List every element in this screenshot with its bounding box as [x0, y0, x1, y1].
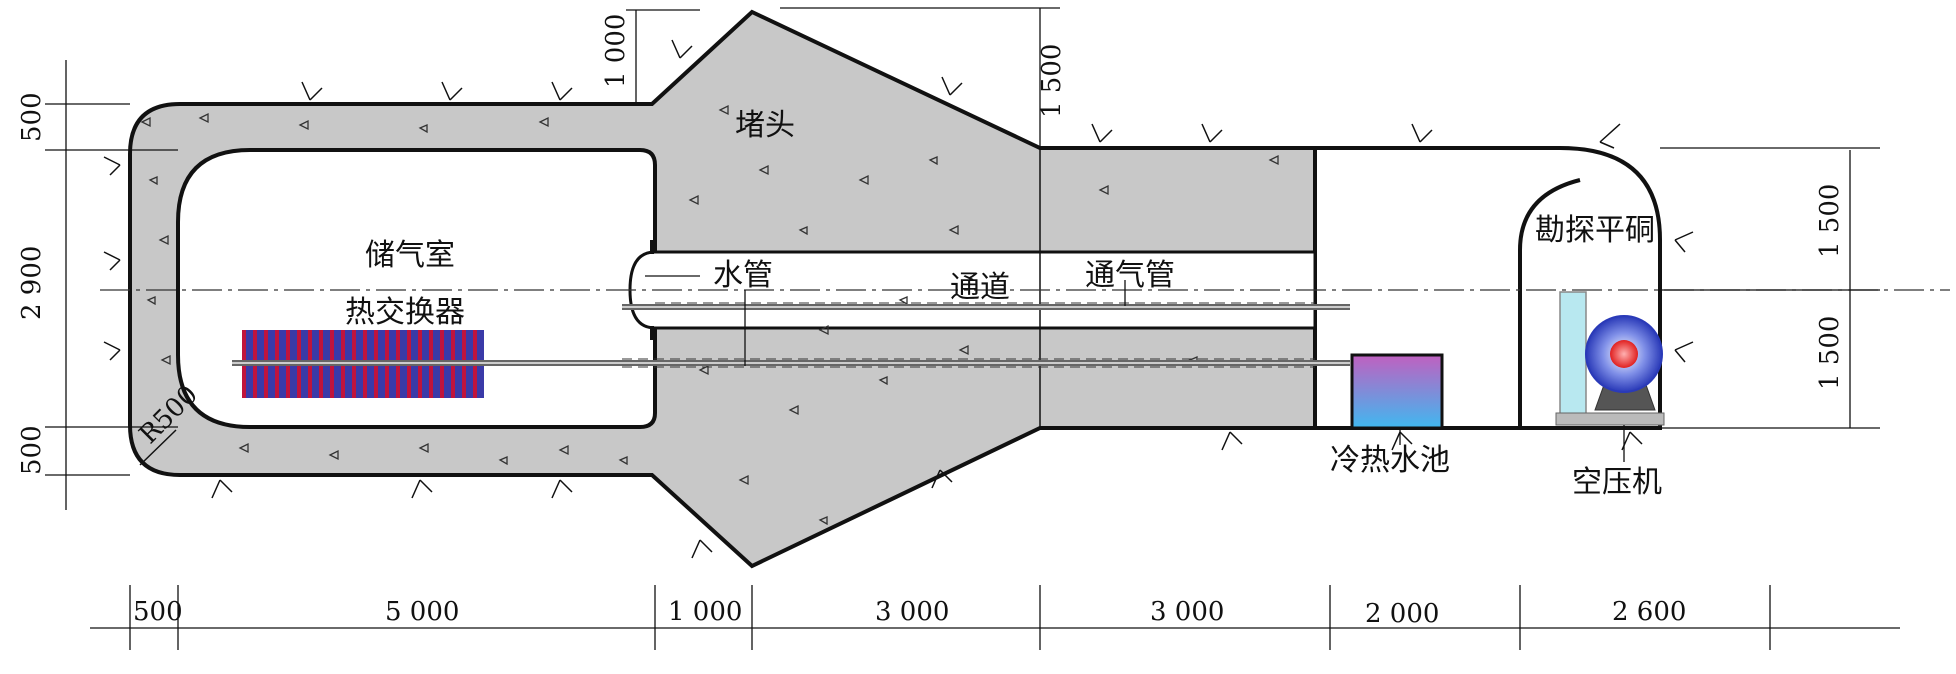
- label-hot-cold-pool: 冷热水池: [1330, 443, 1450, 478]
- dim-right-0: 1 500: [1815, 184, 1845, 258]
- dim-left-1: 2 900: [17, 246, 47, 320]
- right-dimension-line: [1660, 147, 1880, 429]
- left-dimension-line: [45, 60, 178, 510]
- leader-lines: [645, 275, 1625, 462]
- radius-line: [139, 429, 177, 466]
- label-passage: 通道: [950, 270, 1010, 305]
- label-storage-chamber: 储气室: [365, 238, 455, 273]
- aggregate-marks: [140, 104, 1279, 526]
- compressor-cylinder: [1559, 291, 1587, 416]
- plug-marker-bottom: [650, 326, 654, 340]
- horizontal-dimension-line: [90, 585, 1900, 650]
- dim-h-4: 3 000: [1150, 597, 1224, 627]
- label-heat-exchanger: 热交换器: [345, 295, 465, 330]
- dim-left-0: 500: [17, 92, 47, 142]
- dim-right-1: 1 500: [1815, 316, 1845, 390]
- label-air-compressor: 空压机: [1572, 465, 1662, 500]
- rock-marks: [103, 39, 1694, 559]
- dim-h-1: 5 000: [385, 597, 459, 627]
- dim-h-0: 500: [133, 597, 183, 627]
- label-plug-head: 堵头: [735, 108, 795, 143]
- dim-left-2: 500: [17, 425, 47, 475]
- dim-top-1: 1 500: [1037, 44, 1067, 118]
- dim-h-6: 2 600: [1612, 597, 1686, 627]
- dim-h-2: 1 000: [668, 597, 742, 627]
- hot-cold-pool: [1350, 353, 1444, 430]
- dim-h-3: 3 000: [875, 597, 949, 627]
- plug-marker-top: [650, 240, 654, 254]
- label-water-pipe: 水管: [713, 258, 773, 293]
- compressor-plinth: [1555, 412, 1665, 426]
- top-dimension-lines: [626, 7, 1060, 148]
- dim-h-5: 2 000: [1365, 599, 1439, 629]
- label-exploration-adit: 勘探平硐: [1535, 213, 1655, 248]
- dim-top-0: 1 000: [601, 14, 631, 88]
- compressor-core: [1610, 340, 1638, 368]
- label-vent-pipe: 通气管: [1085, 258, 1175, 293]
